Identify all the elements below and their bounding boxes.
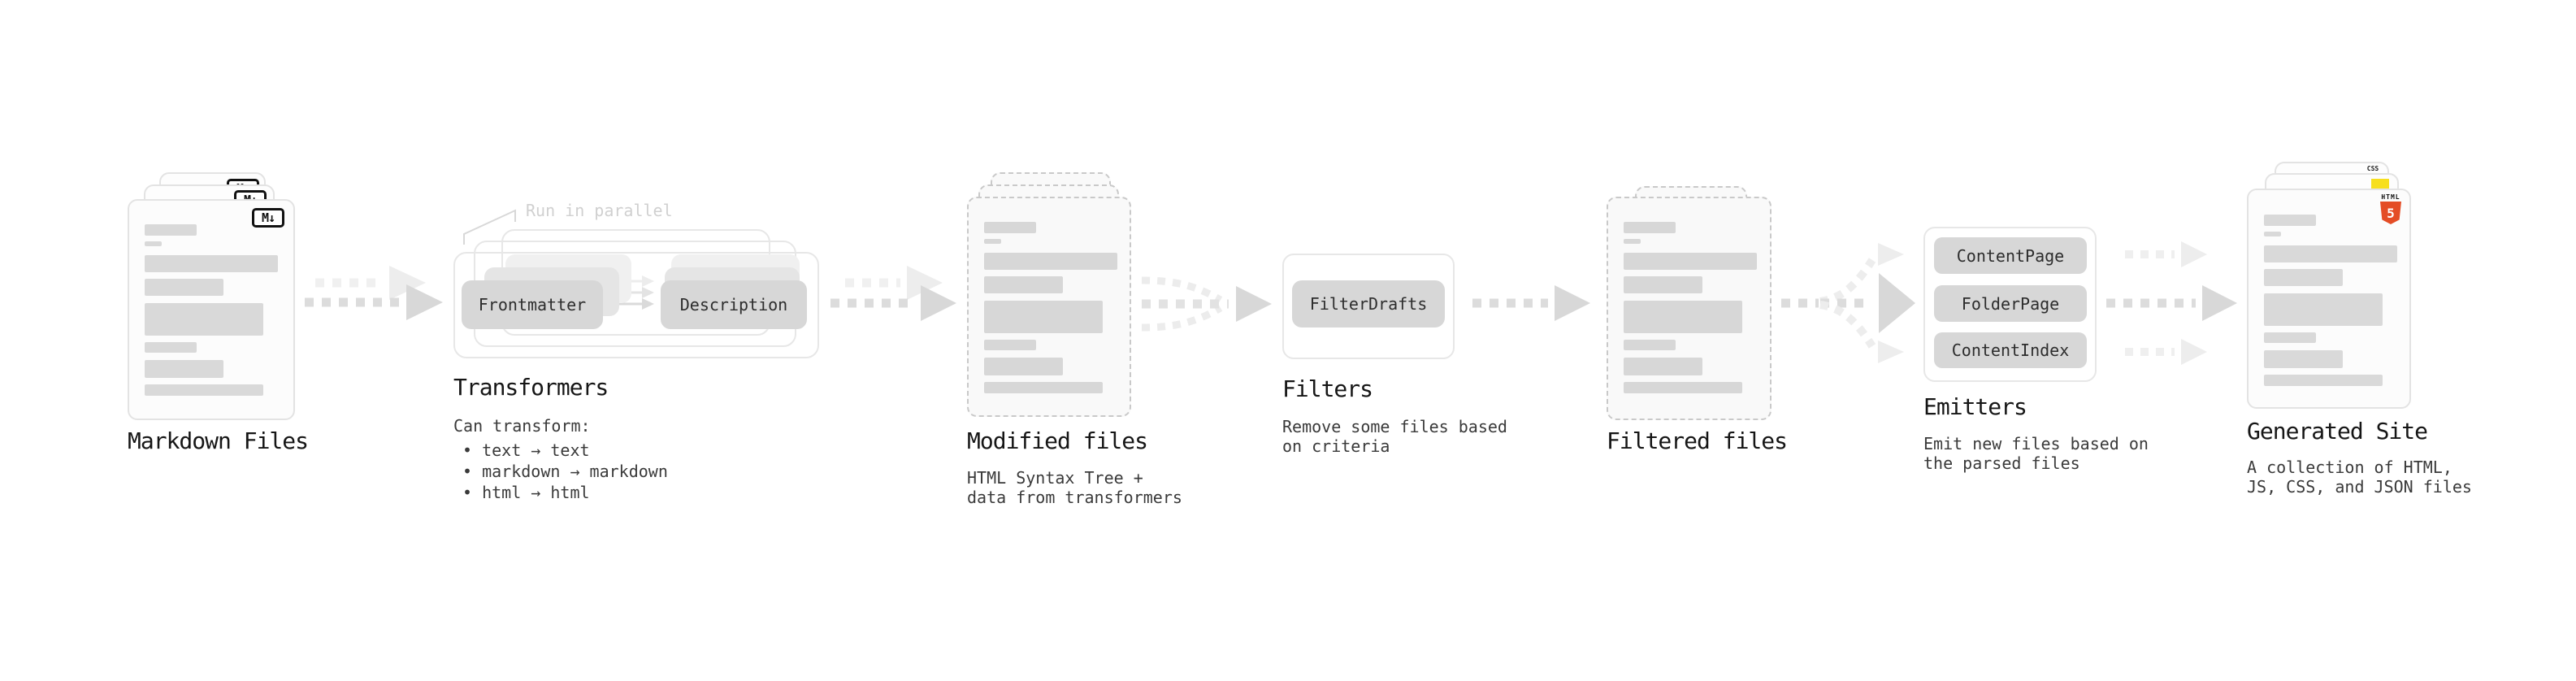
arrow-emitters-to-generated xyxy=(2106,241,2237,365)
skeleton-bar xyxy=(145,303,263,336)
markdown-files-label: Markdown Files xyxy=(128,427,309,454)
js-badge-icon xyxy=(2371,179,2389,191)
markdown-icon: M↓ xyxy=(252,208,284,228)
skeleton-bar xyxy=(984,222,1036,233)
filterdrafts-pill: FilterDrafts xyxy=(1292,280,1445,327)
skeleton-bar xyxy=(145,360,223,378)
skeleton-bar xyxy=(145,384,263,396)
skeleton-bar xyxy=(984,239,1001,244)
modified-files-desc: HTML Syntax Tree + xyxy=(967,468,1143,488)
html5-label: HTML xyxy=(2381,193,2400,201)
html5-icon: HTML 5 xyxy=(2379,193,2403,224)
arrow-transformers-to-modified xyxy=(830,266,956,321)
skeleton-bar xyxy=(984,301,1103,333)
skeleton-bar xyxy=(1624,358,1702,375)
skeleton-bar xyxy=(145,241,162,246)
skeleton-bar xyxy=(2264,245,2397,262)
document-skeleton xyxy=(969,198,1130,393)
arrow-modified-to-filters-merge xyxy=(1141,276,1272,332)
generated-site-desc: A collection of HTML, xyxy=(2247,458,2452,477)
skeleton-bar xyxy=(2264,215,2316,226)
skeleton-bar xyxy=(145,279,223,296)
contentpage-pill: ContentPage xyxy=(1934,237,2087,274)
emitters-desc: the parsed files xyxy=(1923,453,2080,473)
filters-desc: Remove some files based xyxy=(1282,417,1507,436)
description-pill: Description xyxy=(661,280,807,329)
emitters-desc: Emit new files based on xyxy=(1923,434,2149,453)
generated-site-desc: JS, CSS, and JSON files xyxy=(2247,477,2472,497)
filtered-files-label: Filtered files xyxy=(1607,427,1788,454)
skeleton-bar xyxy=(984,382,1103,393)
document-skeleton xyxy=(1608,198,1770,393)
contentindex-pill: ContentIndex xyxy=(1934,332,2087,368)
modified-files-label: Modified files xyxy=(967,427,1148,454)
transformers-desc-title: Can transform: xyxy=(453,416,591,436)
html5-shield: 5 xyxy=(2380,202,2401,224)
skeleton-bar xyxy=(984,358,1063,375)
modified-doc-front xyxy=(967,197,1131,417)
transformers-label: Transformers xyxy=(453,374,609,401)
document-skeleton xyxy=(2249,190,2409,386)
skeleton-bar xyxy=(145,255,278,272)
skeleton-bar xyxy=(2264,350,2343,368)
frontmatter-pill: Frontmatter xyxy=(462,280,603,329)
markdown-doc-front: M↓ xyxy=(128,199,295,420)
skeleton-bar xyxy=(984,340,1036,350)
generated-site-label: Generated Site xyxy=(2247,418,2428,445)
skeleton-bar xyxy=(1624,253,1757,270)
filters-label: Filters xyxy=(1282,375,1373,402)
generated-doc-front: HTML 5 xyxy=(2247,189,2411,409)
filtered-doc-front xyxy=(1607,197,1772,420)
transformers-bullet: • markdown → markdown xyxy=(462,462,668,481)
transformers-frame xyxy=(453,252,819,358)
skeleton-bar xyxy=(145,342,197,353)
skeleton-bar xyxy=(2264,332,2316,343)
arrow-filtered-to-emitters-fanout xyxy=(1781,243,1915,363)
arrow-markdown-to-transformers xyxy=(305,266,443,320)
transformers-bullet: • text → text xyxy=(462,440,590,460)
skeleton-bar xyxy=(145,224,197,236)
skeleton-bar xyxy=(2264,375,2383,386)
filters-desc: on criteria xyxy=(1282,436,1390,456)
transformers-bullet: • html → html xyxy=(462,483,590,502)
css-badge-text: CSS xyxy=(2366,165,2379,172)
run-in-parallel-note: Run in parallel xyxy=(526,201,673,220)
skeleton-bar xyxy=(2264,232,2281,236)
folderpage-pill: FolderPage xyxy=(1934,285,2087,322)
skeleton-bar xyxy=(1624,382,1742,393)
skeleton-bar xyxy=(1624,301,1742,333)
html5-number: 5 xyxy=(2387,205,2395,221)
arrow-filters-to-filtered xyxy=(1472,285,1590,321)
emitters-label: Emitters xyxy=(1923,393,2027,420)
skeleton-bar xyxy=(1624,340,1676,350)
modified-files-desc: data from transformers xyxy=(967,488,1182,507)
skeleton-bar xyxy=(1624,222,1676,233)
skeleton-bar xyxy=(984,276,1063,293)
skeleton-bar xyxy=(1624,239,1641,244)
skeleton-bar xyxy=(1624,276,1702,293)
skeleton-bar xyxy=(984,253,1117,270)
skeleton-bar xyxy=(2264,293,2383,326)
document-skeleton xyxy=(129,201,293,396)
skeleton-bar xyxy=(2264,269,2343,286)
